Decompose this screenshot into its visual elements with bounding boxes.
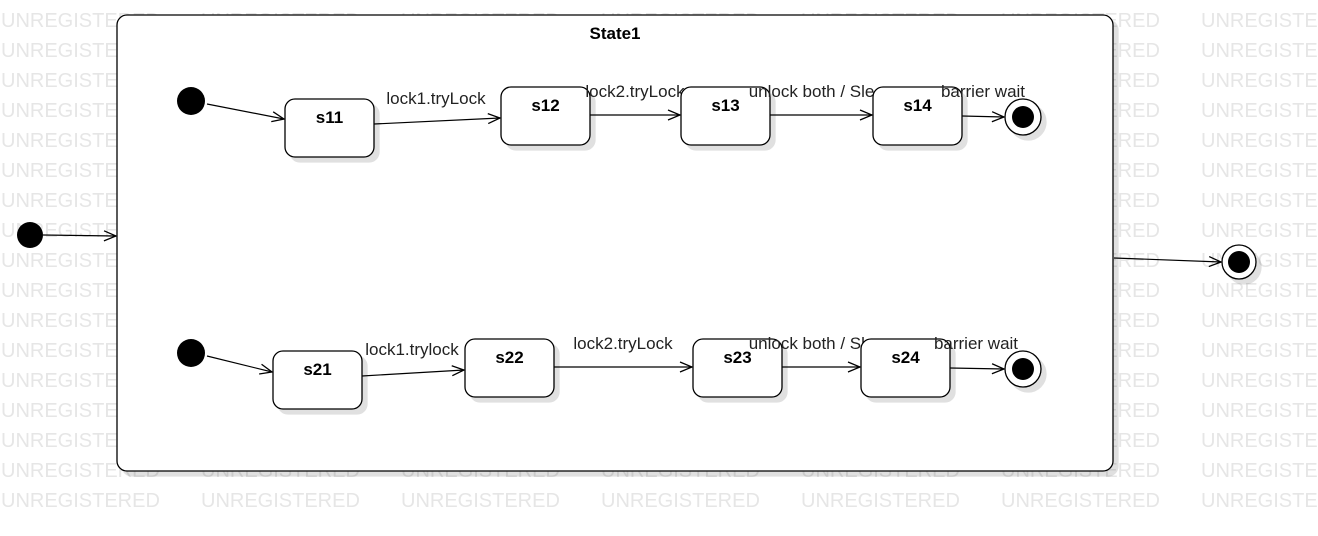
transition-s14-final-label: barrier wait [941, 82, 1025, 101]
watermark-text: UNREGISTERED [1201, 160, 1318, 182]
watermark-text: UNREGISTERED [1201, 220, 1318, 242]
transition-s23-s24-label: unlock both / Sleep [749, 334, 894, 353]
state-s13[interactable] [680, 86, 771, 146]
watermark-text: UNREGISTERED [401, 490, 560, 512]
transition-s24-final[interactable] [949, 368, 1004, 369]
transition-s22-s23-label: lock2.tryLock [573, 334, 673, 353]
watermark-text: UNREGISTERED [1201, 190, 1318, 212]
watermark-text: UNREGISTERED [1201, 460, 1318, 482]
outer-initial-pseudostate[interactable] [17, 222, 43, 248]
composite-state-title: State1 [589, 24, 640, 43]
watermark-text: UNREGISTERED [1201, 70, 1318, 92]
state-s23-label: s23 [723, 348, 751, 367]
state-s21-label: s21 [303, 360, 331, 379]
state-s13-label: s13 [711, 96, 739, 115]
watermark-text: UNREGISTERED [601, 490, 760, 512]
watermark-text: UNREGISTERED [1, 490, 160, 512]
outer-initial-transition[interactable] [42, 235, 116, 236]
outer-final-transition[interactable] [1113, 258, 1221, 262]
transition-s21-s22[interactable] [361, 370, 464, 377]
watermark-text: UNREGISTERED [1201, 130, 1318, 152]
state-s11[interactable] [284, 98, 375, 158]
watermark-text: UNREGISTERED [801, 490, 960, 512]
state-s11-label: s11 [316, 108, 343, 127]
watermark-text: UNREGISTERED [201, 490, 360, 512]
transition-s21-s22-label: lock1.trylock [365, 340, 459, 359]
transition-s13-s14-label: unlock both / Sleep [749, 82, 894, 101]
watermark-text: UNREGISTERED [1201, 40, 1318, 62]
watermark-text: UNREGISTERED [1201, 490, 1318, 512]
state-s22[interactable] [464, 338, 555, 398]
state-s12[interactable] [500, 86, 591, 146]
state-s21[interactable] [272, 350, 363, 410]
watermark-text: UNREGISTERED [1201, 10, 1318, 32]
state-s23[interactable] [692, 338, 783, 398]
transition-s12-s13-label: lock2.tryLock [585, 82, 685, 101]
outer-final-state[interactable] [1221, 244, 1257, 280]
region2-final-state[interactable] [1004, 350, 1042, 388]
watermark-text: UNREGISTERED [1201, 280, 1318, 302]
watermark-text: UNREGISTERED [1201, 340, 1318, 362]
region1-initial-transition[interactable] [206, 103, 284, 119]
transition-s24-final-label: barrier wait [934, 334, 1018, 353]
state-s12-label: s12 [531, 96, 559, 115]
region2-initial-transition[interactable] [206, 355, 272, 372]
watermark-text: UNREGISTERED [1201, 400, 1318, 422]
transition-s11-s12-label: lock1.tryLock [386, 89, 486, 108]
watermark-text: UNREGISTERED [1201, 370, 1318, 392]
state-s24-label: s24 [891, 348, 920, 367]
watermark-text: UNREGISTERED [1201, 100, 1318, 122]
watermark-text: UNREGISTERED [1201, 310, 1318, 332]
transition-s14-final[interactable] [961, 116, 1004, 117]
state-s14-label: s14 [903, 96, 932, 115]
watermark-text: UNREGISTERED [1001, 490, 1160, 512]
region2-initial-pseudostate[interactable] [177, 339, 205, 367]
region1-final-state[interactable] [1004, 98, 1042, 136]
state-s22-label: s22 [495, 348, 523, 367]
watermark-text: UNREGISTERED [1201, 430, 1318, 452]
transition-s11-s12[interactable] [373, 118, 500, 125]
region1-initial-pseudostate[interactable] [177, 87, 205, 115]
watermark-text: UNREGISTERED [1201, 250, 1318, 272]
